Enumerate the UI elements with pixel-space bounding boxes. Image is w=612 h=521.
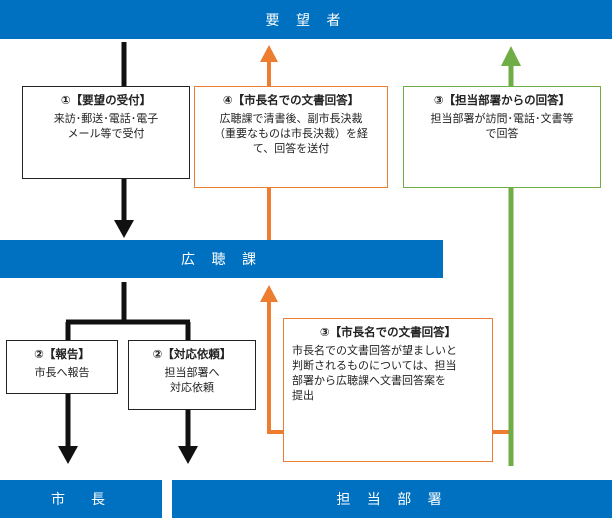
receipt-title: ①【要望の受付】	[60, 93, 152, 107]
dept-reply-box: ③【担当部署からの回答】 担当部署が訪問･電話･文書等 で回答	[403, 86, 601, 188]
green-arrow-dept-reply-head	[501, 46, 521, 66]
orange-arrow-mayor-reply-head	[260, 45, 278, 62]
public-hearing-division-bar: 広 聴 課	[0, 240, 443, 278]
mayor-reply-box: ④【市長名での文書回答】 広聴課で清書後、副市長決裁 （重要なものは市長決裁）を…	[194, 86, 388, 188]
requester-bar: 要 望 者	[0, 0, 612, 39]
dept-reply-text: 担当部署が訪問･電話･文書等 で回答	[430, 112, 574, 140]
report-box: ②【報告】 市長へ報告	[6, 340, 118, 394]
receipt-text: 来訪･郵送･電話･電子 メール等で受付	[53, 112, 159, 140]
request-title: ②【対応依頼】	[152, 347, 232, 361]
orange-arrow-draft-head	[260, 285, 278, 302]
dept-reply-title: ③【担当部署からの回答】	[433, 93, 571, 107]
request-text: 担当部署へ 対応依頼	[164, 366, 220, 394]
black-arrow-request-head	[178, 446, 198, 464]
receipt-box: ①【要望の受付】 来訪･郵送･電話･電子 メール等で受付	[22, 86, 190, 179]
black-arrow-receipt-head	[114, 220, 134, 238]
request-box: ②【対応依頼】 担当部署へ 対応依頼	[128, 340, 256, 410]
draft-reply-title: ③【市長名での文書回答】	[319, 325, 457, 339]
report-text: 市長へ報告	[34, 366, 90, 379]
mayor-reply-title: ④【市長名での文書回答】	[222, 93, 360, 107]
mayor-bar: 市 長	[0, 480, 162, 518]
mayor-reply-text: 広聴課で清書後、副市長決裁 （重要なものは市長決裁）を経 て、回答を送付	[214, 112, 368, 155]
draft-reply-text: 市長名での文書回答が望ましいと 判断されるものについては、担当 部署から広聴課へ…	[292, 344, 457, 402]
black-arrow-report-head	[58, 446, 78, 464]
draft-reply-box: ③【市長名での文書回答】 市長名での文書回答が望ましいと 判断されるものについて…	[283, 318, 493, 462]
department-bar: 担 当 部 署	[172, 480, 612, 518]
report-title: ②【報告】	[34, 347, 90, 361]
